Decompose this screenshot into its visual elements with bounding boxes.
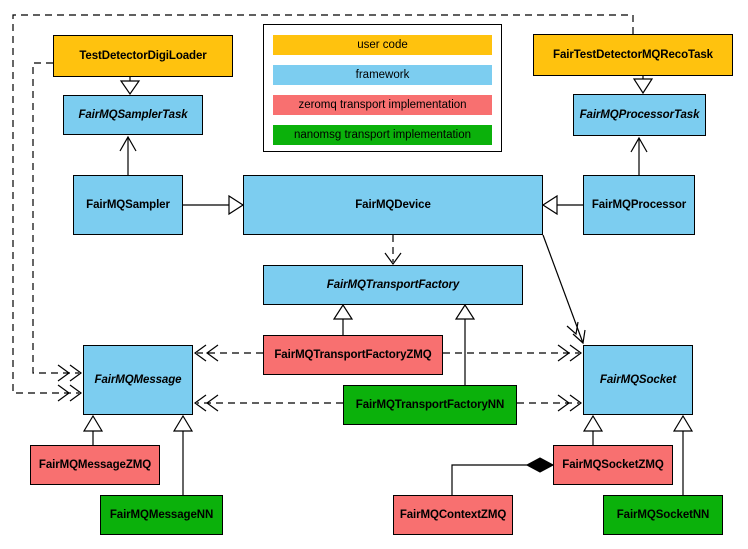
- edge-socketnn-socket-inheritance: [672, 414, 694, 495]
- edge-sampler-samplertask-association: [119, 135, 137, 175]
- node-fairmqsocketzmq: FairMQSocketZMQ: [553, 445, 673, 485]
- node-fairmqsamplertask: FairMQSamplerTask: [63, 95, 203, 135]
- legend-item-zeromq: zeromq transport implementation: [273, 95, 492, 115]
- node-fairmqdevice: FairMQDevice: [243, 175, 543, 235]
- edge-processor-processortask-association: [630, 136, 648, 175]
- legend-label: zeromq transport implementation: [298, 99, 467, 111]
- node-fairmqmessagenn: FairMQMessageNN: [100, 495, 223, 535]
- node-fairmqtransportfactoryzmq: FairMQTransportFactoryZMQ: [263, 335, 443, 375]
- edge-recotask-processortask-inheritance: [632, 76, 654, 95]
- legend: user code framework zeromq transport imp…: [263, 24, 502, 152]
- edge-factorynn-message-dependency: [193, 394, 343, 412]
- edge-digiloader-samplertask-inheritance: [119, 77, 141, 96]
- edge-digiloader-message-dependency: [32, 62, 83, 382]
- edge-factoryzmq-factory-inheritance: [332, 303, 354, 335]
- edge-device-socket-association: [542, 234, 586, 345]
- legend-label: framework: [355, 69, 410, 81]
- node-fairmqsocketnn: FairMQSocketNN: [603, 495, 723, 535]
- node-fairmqmessagezmq: FairMQMessageZMQ: [30, 445, 160, 485]
- legend-label: nanomsg transport implementation: [293, 129, 472, 141]
- edge-socketzmq-socket-inheritance: [582, 414, 604, 445]
- node-fairmqcontextzmq: FairMQContextZMQ: [393, 495, 513, 535]
- node-fairmqsocket: FairMQSocket: [583, 345, 693, 415]
- edge-contextzmq-socketzmq-composition: [451, 457, 555, 495]
- edge-messagenn-message-inheritance: [172, 414, 194, 495]
- edge-recotask-message-dependency: [12, 14, 634, 402]
- legend-label: user code: [357, 39, 408, 51]
- node-fairmqmessage: FairMQMessage: [83, 345, 193, 415]
- edge-processor-device-inheritance: [541, 194, 583, 216]
- node-fairmqprocessortask: FairMQProcessorTask: [573, 94, 706, 136]
- edge-device-factory-dependency: [384, 235, 402, 266]
- edge-messagezmq-message-inheritance: [82, 414, 104, 445]
- legend-item-user-code: user code: [273, 35, 492, 55]
- edge-factoryzmq-socket-dependency: [443, 344, 583, 362]
- legend-item-framework: framework: [273, 65, 492, 85]
- edge-sampler-device-inheritance: [183, 194, 245, 216]
- legend-item-nanomsg: nanomsg transport implementation: [273, 125, 492, 145]
- node-fairtestdetectormqrecotask: FairTestDetectorMQRecoTask: [533, 34, 733, 76]
- edge-factorynn-factory-inheritance: [454, 303, 476, 385]
- edge-factorynn-socket-dependency: [517, 394, 583, 412]
- node-testdetectordigiloader: TestDetectorDigiLoader: [53, 35, 233, 77]
- node-fairmqtransportfactory: FairMQTransportFactory: [263, 265, 523, 305]
- node-fairmqtransportfactorynn: FairMQTransportFactoryNN: [343, 385, 517, 425]
- node-fairmqsampler: FairMQSampler: [73, 175, 183, 235]
- node-fairmqprocessor: FairMQProcessor: [583, 175, 695, 235]
- edge-factoryzmq-message-dependency: [193, 344, 263, 362]
